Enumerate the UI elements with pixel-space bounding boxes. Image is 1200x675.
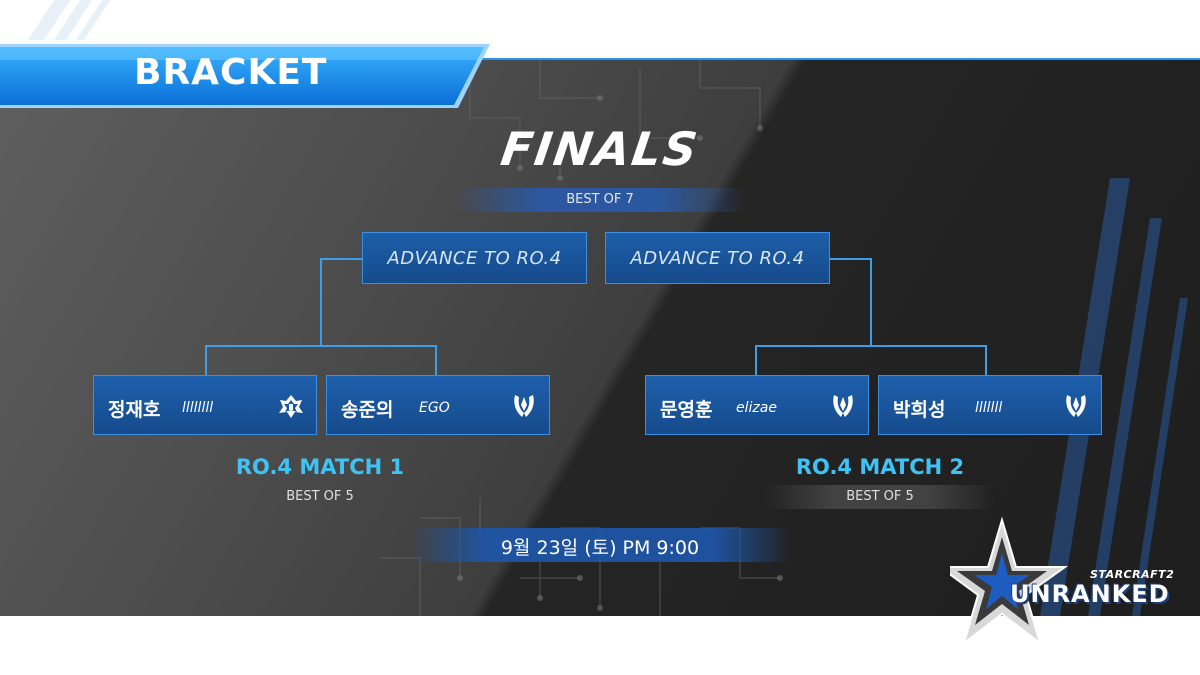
unranked-star-logo [950,516,1069,646]
protoss-icon [1066,395,1086,417]
player-ign: llllllll [182,400,214,416]
advance-label: ADVANCE TO RO.4 [630,247,805,269]
logo-top-text: STARCRAFT2 [1090,568,1175,581]
background-panel [0,58,1200,616]
match-2-best-of: BEST OF 5 [846,489,914,504]
header-banner [0,44,490,108]
connector-line [435,345,437,375]
connector-line [205,345,437,347]
connector-line [320,258,362,260]
match-2-title: RO.4 MATCH 2 [795,455,965,479]
player-korean-name: 송준의 [341,399,394,421]
finals-title: FINALS [497,122,703,176]
player-card-song-junui: 송준의 EGO [326,375,550,435]
protoss-icon [514,395,534,417]
connector-line [755,345,757,375]
connector-line [205,345,207,375]
player-card-mun-yeonghun: 문영훈 elizae [645,375,869,435]
match-2-bo-strip [765,485,995,509]
player-korean-name: 박희성 [893,399,946,421]
player-ign: EGO [419,400,450,416]
schedule-datetime: 9월 23일 (토) PM 9:00 [500,537,700,559]
schedule-strip [410,528,790,562]
player-korean-name: 문영훈 [660,399,713,421]
protoss-icon [833,395,853,417]
player-ign: elizae [736,400,777,416]
advance-box-left: ADVANCE TO RO.4 [362,232,587,284]
player-card-park-huiseong: 박희성 lllllll [878,375,1102,435]
logo-main-text: UNRANKED [1010,580,1170,608]
finals-best-of: BEST OF 7 [566,192,634,207]
connector-line [755,345,987,347]
match-1-title: RO.4 MATCH 1 [235,455,405,479]
connector-line [985,345,987,375]
advance-box-right: ADVANCE TO RO.4 [605,232,830,284]
player-ign: lllllll [975,400,1003,416]
connector-line [830,258,872,260]
match-1-best-of: BEST OF 5 [286,489,354,504]
connector-line [870,258,872,346]
player-korean-name: 정재호 [108,399,161,421]
page-title: BRACKET [134,52,328,93]
corner-stripes [28,0,110,40]
advance-label: ADVANCE TO RO.4 [387,247,562,269]
player-card-jeong-jaeho: 정재호 llllllll [93,375,317,435]
panel-top-line [480,58,1200,60]
finals-bo-strip [455,188,745,212]
connector-line [320,258,322,346]
terran-icon [279,395,303,418]
